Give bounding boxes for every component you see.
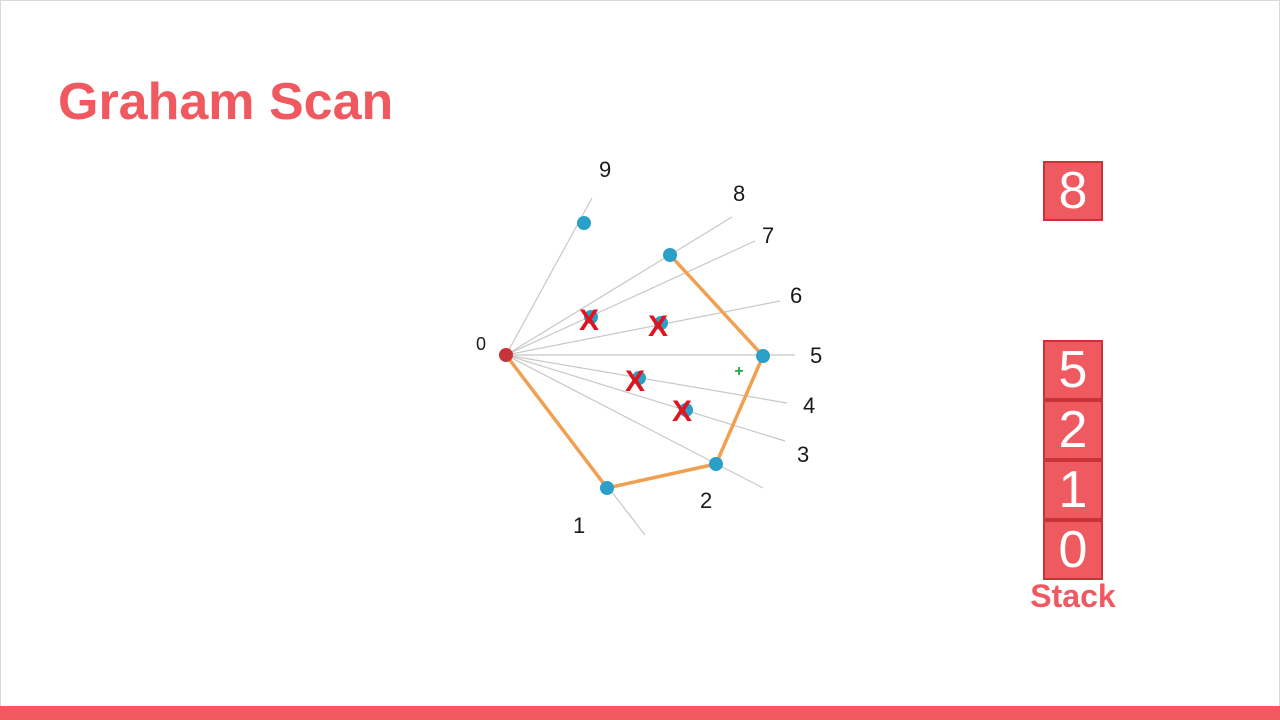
ray-4 xyxy=(505,354,788,404)
point-7 xyxy=(584,310,598,324)
ray-8 xyxy=(505,216,733,356)
stack-top-item: 8 xyxy=(1043,161,1103,221)
label-3: 3 xyxy=(797,442,809,467)
reject-mark-7: X xyxy=(579,304,599,337)
label-4: 4 xyxy=(803,393,815,418)
stack-item: 1 xyxy=(1043,460,1103,520)
ray-3 xyxy=(505,354,786,442)
label-1: 1 xyxy=(573,513,585,538)
origin-point xyxy=(499,348,513,362)
label-5: 5 xyxy=(810,343,822,368)
stack-item: 5 xyxy=(1043,340,1103,400)
plus-mark: + xyxy=(734,363,743,380)
label-9: 9 xyxy=(599,157,611,182)
point-5 xyxy=(756,349,770,363)
stack-item: 0 xyxy=(1043,520,1103,580)
label-6: 6 xyxy=(790,283,802,308)
point-6 xyxy=(654,316,668,330)
label-2: 2 xyxy=(700,488,712,513)
label-7: 7 xyxy=(762,223,774,248)
stack-label: Stack xyxy=(1030,578,1116,614)
reject-mark-4: X xyxy=(625,365,645,398)
origin-label: 0 xyxy=(476,334,486,354)
ray-6 xyxy=(505,300,781,356)
point-1 xyxy=(600,481,614,495)
point-2 xyxy=(709,457,723,471)
point-3 xyxy=(679,403,693,417)
reject-mark-6: X xyxy=(648,310,668,343)
ray-7 xyxy=(505,240,756,356)
reject-mark-3: X xyxy=(672,395,692,428)
slide-title: Graham Scan xyxy=(58,73,394,131)
bottom-accent-bar xyxy=(0,706,1280,720)
point-4 xyxy=(632,371,646,385)
point-group xyxy=(499,216,770,495)
point-8 xyxy=(663,248,677,262)
ray-group xyxy=(505,197,795,536)
stack-item: 2 xyxy=(1043,400,1103,460)
point-9 xyxy=(577,216,591,230)
label-8: 8 xyxy=(733,181,745,206)
